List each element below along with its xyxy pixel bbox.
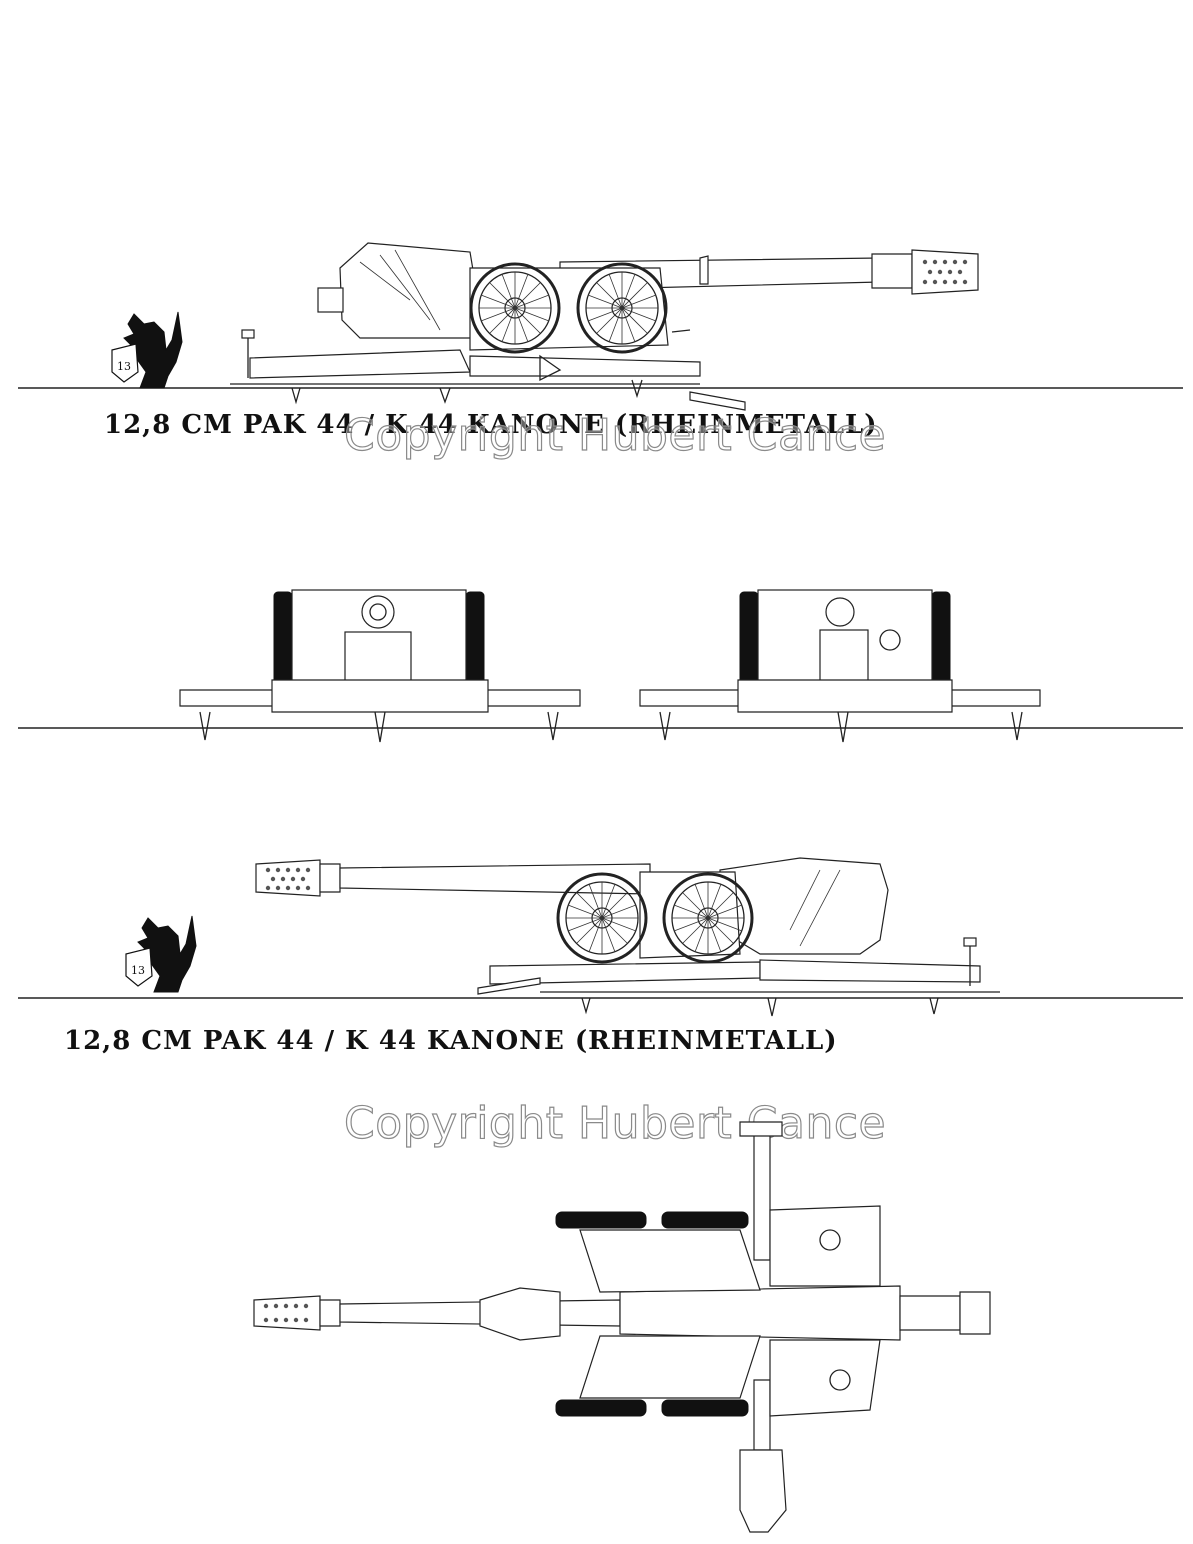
side-view-barrel-left-drawing (18, 857, 1183, 1017)
watermark-top: Copyright Hubert Cance (343, 409, 887, 461)
wheel-front (469, 262, 561, 354)
unicorn-logo: 13 (111, 311, 183, 389)
caption-bottom: 12,8 CM PAK 44 / K 44 KANONE (RHEINMETAL… (64, 1026, 838, 1056)
wheel-right (662, 872, 754, 964)
logo-monogram-2: 13 (131, 964, 145, 977)
watermark-bottom: Copyright Hubert Cance (343, 1097, 887, 1149)
front-rear-views-drawing (18, 589, 1183, 743)
wheel-left (556, 872, 648, 964)
unicorn-logo-2: 13 (125, 915, 197, 993)
side-view-barrel-right-drawing (18, 242, 1183, 411)
top-view-drawing (253, 1121, 991, 1533)
wheel-rear (576, 262, 668, 354)
caption-top: 12,8 CM PAK 44 / K 44 KANONE (RHEINMETAL… (104, 410, 878, 440)
logo-monogram: 13 (117, 360, 131, 373)
